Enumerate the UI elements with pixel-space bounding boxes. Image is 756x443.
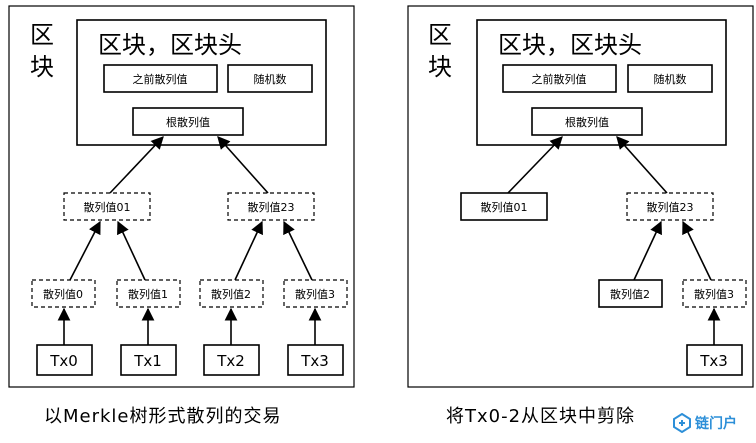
right-nonce-box	[627, 64, 713, 93]
right-nonce: 随机数	[654, 72, 687, 86]
left-tx2: Tx2	[216, 352, 245, 370]
left-tx0-box	[36, 344, 93, 376]
right-block-label-2: 块	[428, 53, 452, 81]
right-tx3: Tx3	[699, 352, 728, 370]
left-panel: 区 块 区块，区块头 之前散列值 随机数 根散列值 散列值01 散列值23 散列…	[8, 5, 355, 388]
left-hash3-box	[283, 279, 348, 308]
left-tx3: Tx3	[300, 352, 329, 370]
left-prev-hash: 之前散列值	[133, 72, 188, 86]
right-hash01: 散列值01	[481, 200, 528, 214]
right-hash23: 散列值23	[647, 200, 694, 214]
site-logo: 链门户	[672, 413, 737, 433]
left-hash1-box	[116, 279, 181, 308]
left-root-hash: 根散列值	[166, 115, 210, 129]
right-arrow-hash01-root	[507, 136, 563, 194]
left-arrow-hash0-hash01	[69, 220, 101, 281]
right-hash3: 散列值3	[694, 287, 734, 301]
logo-text: 链门户	[695, 416, 737, 432]
left-arrow-hash3-hash23	[283, 220, 313, 281]
left-tx1-box	[120, 344, 177, 376]
left-block-label-1: 区	[30, 21, 54, 49]
right-block-label-1: 区	[428, 21, 452, 49]
left-nonce: 随机数	[254, 72, 287, 86]
right-hash3-box	[682, 279, 747, 308]
right-root-hash-box	[531, 107, 643, 136]
left-arrow-hash1-hash01	[117, 220, 146, 281]
left-hash23: 散列值23	[248, 200, 295, 214]
left-hash23-box	[227, 192, 315, 221]
left-hash2-box	[199, 279, 264, 308]
left-arrow-hash23-root	[217, 136, 269, 194]
right-caption: 将Tx0-2从区块中剪除	[446, 406, 636, 427]
left-hash3: 散列值3	[295, 287, 335, 301]
right-panel: 区 块 区块，区块头 之前散列值 随机数 根散列值 散列值01 散列值23 散列…	[407, 5, 754, 388]
left-block-label-2: 块	[30, 53, 54, 81]
left-hash2: 散列值2	[211, 287, 251, 301]
right-prev-hash: 之前散列值	[532, 72, 587, 86]
right-hash2-box	[598, 279, 663, 308]
left-hash1: 散列值1	[128, 287, 168, 301]
right-hash2: 散列值2	[610, 287, 650, 301]
left-hash01: 散列值01	[84, 200, 131, 214]
left-caption: 以Merkle树形式散列的交易	[44, 406, 282, 427]
left-arrow-hash2-hash23	[234, 220, 263, 281]
right-header-title: 区块，区块头	[498, 31, 642, 59]
link-icon	[673, 413, 691, 433]
left-hash0: 散列值0	[43, 287, 83, 301]
right-arrow-hash3-hash23	[682, 220, 712, 281]
right-root-hash: 根散列值	[565, 115, 609, 129]
left-tx0: Tx0	[49, 352, 78, 370]
left-root-hash-box	[132, 107, 244, 136]
right-prev-hash-box	[502, 64, 617, 93]
right-arrow-hash23-root	[616, 136, 668, 194]
right-arrow-hash2-hash23	[633, 220, 662, 281]
left-nonce-box	[227, 64, 313, 93]
left-header-title: 区块，区块头	[98, 31, 242, 59]
left-tx1: Tx1	[133, 352, 162, 370]
left-prev-hash-box	[103, 64, 218, 93]
right-hash23-box	[626, 192, 714, 221]
left-hash01-box	[63, 192, 151, 221]
left-arrow-hash01-root	[109, 136, 164, 194]
left-hash0-box	[31, 279, 96, 308]
right-hash01-box	[460, 192, 548, 221]
left-tx3-box	[287, 344, 344, 376]
